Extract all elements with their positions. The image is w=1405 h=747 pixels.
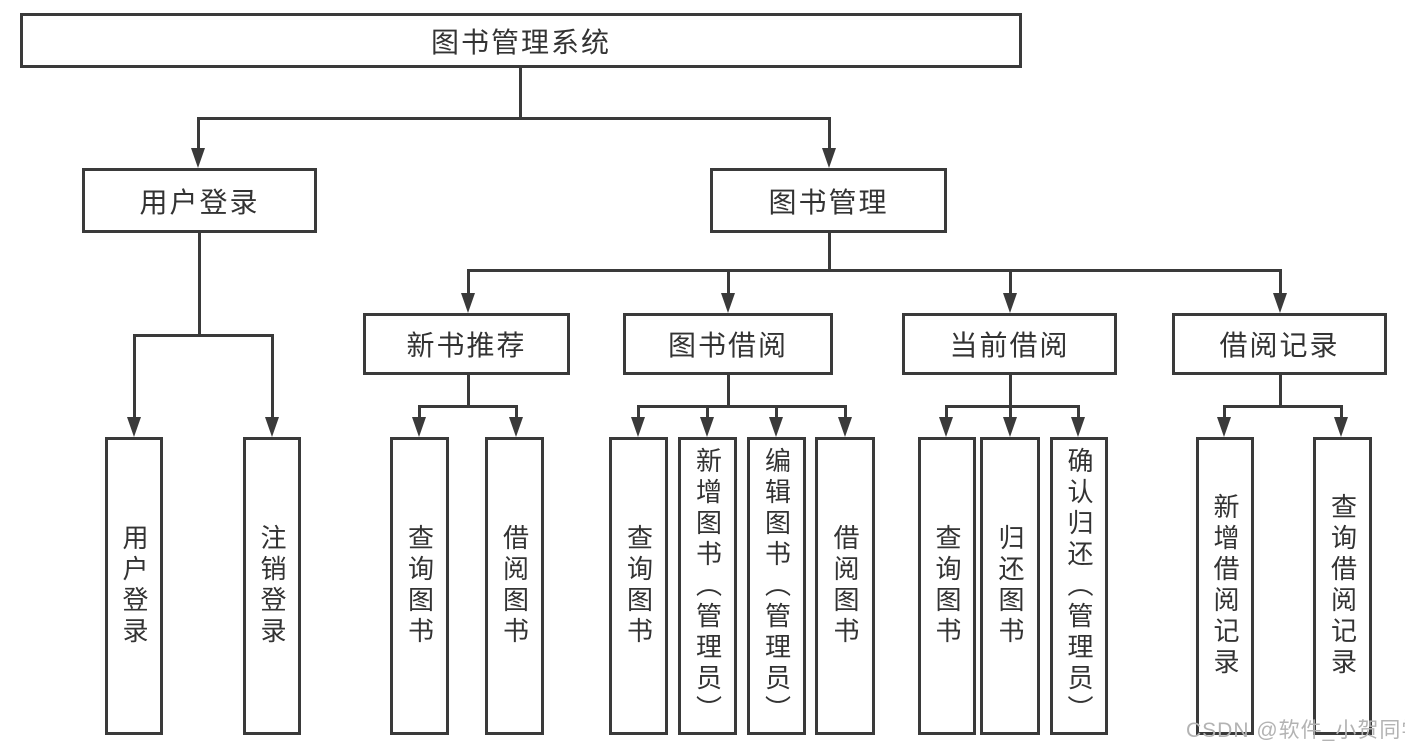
node-label-confirm-return-admin: 确认归还（管理员） [1064, 446, 1094, 726]
node-return-book: 归还图书 [980, 437, 1040, 735]
node-label-book-management: 图书管理 [768, 186, 889, 218]
node-new-book-recommend: 新书推荐 [363, 313, 570, 375]
node-root: 图书管理系统 [20, 13, 1022, 68]
connector-line [197, 117, 200, 151]
node-label-new-book-recommend: 新书推荐 [406, 330, 527, 361]
node-query-book-1: 查询图书 [390, 437, 449, 735]
arrowhead-down-icon [127, 417, 141, 437]
node-label-user-login: 用户登录 [139, 186, 260, 218]
arrowhead-down-icon [700, 417, 714, 437]
connector-line [727, 375, 730, 408]
connector-line [467, 269, 470, 295]
connector-line [133, 334, 274, 337]
node-borrow-record: 借阅记录 [1172, 313, 1387, 375]
arrowhead-down-icon [461, 293, 475, 313]
connector-line [945, 405, 1080, 408]
arrowhead-down-icon [1273, 293, 1287, 313]
node-label-query-book-3: 查询图书 [932, 524, 962, 648]
arrowhead-down-icon [412, 417, 426, 437]
arrowhead-down-icon [1003, 293, 1017, 313]
node-user-login-leaf: 用户登录 [105, 437, 163, 735]
connector-line [1279, 269, 1282, 295]
node-book-borrow: 图书借阅 [623, 313, 833, 375]
arrowhead-down-icon [631, 417, 645, 437]
connector-line [198, 233, 201, 337]
node-book-management: 图书管理 [710, 168, 947, 233]
connector-line [727, 269, 730, 295]
node-label-user-login-leaf: 用户登录 [119, 524, 149, 648]
node-label-borrow-book-2: 借阅图书 [830, 524, 860, 648]
node-logout: 注销登录 [243, 437, 301, 735]
node-label-return-book: 归还图书 [995, 524, 1025, 648]
connector-line [1009, 269, 1012, 295]
node-borrow-book-1: 借阅图书 [485, 437, 544, 735]
connector-line [418, 405, 518, 408]
connector-line [1279, 375, 1282, 408]
connector-line [467, 269, 1282, 272]
arrowhead-down-icon [509, 417, 523, 437]
node-label-query-book-1: 查询图书 [404, 524, 435, 648]
node-label-root: 图书管理系统 [430, 26, 611, 58]
arrowhead-down-icon [1334, 417, 1348, 437]
connector-line [271, 334, 274, 420]
connector-line [1223, 405, 1226, 419]
node-add-book-admin: 新增图书（管理员） [678, 437, 737, 735]
arrowhead-down-icon [939, 417, 953, 437]
node-label-current-borrow: 当前借阅 [949, 330, 1070, 361]
connector-line [1340, 405, 1343, 419]
arrowhead-down-icon [265, 417, 279, 437]
node-user-login: 用户登录 [82, 168, 317, 233]
node-add-borrow-record: 新增借阅记录 [1196, 437, 1254, 735]
connector-line [637, 405, 640, 419]
connector-line [133, 334, 136, 420]
connector-line [706, 405, 709, 419]
connector-line [467, 375, 470, 408]
node-query-book-3: 查询图书 [918, 437, 976, 735]
node-label-book-borrow: 图书借阅 [667, 330, 788, 361]
connector-line [775, 405, 778, 419]
node-edit-book-admin: 编辑图书（管理员） [747, 437, 806, 735]
arrowhead-down-icon [1071, 417, 1085, 437]
connector-line [828, 233, 831, 272]
connector-line [515, 405, 518, 419]
connector-line [1009, 375, 1012, 408]
node-label-borrow-record: 借阅记录 [1219, 330, 1340, 361]
node-label-edit-book-admin: 编辑图书（管理员） [761, 446, 792, 726]
node-confirm-return-admin: 确认归还（管理员） [1050, 437, 1108, 735]
arrowhead-down-icon [822, 148, 836, 168]
node-label-add-borrow-record: 新增借阅记录 [1210, 493, 1240, 679]
connector-line [1223, 405, 1343, 408]
arrowhead-down-icon [1003, 417, 1017, 437]
arrowhead-down-icon [769, 417, 783, 437]
connector-line [945, 405, 948, 419]
connector-line [828, 117, 831, 151]
arrowhead-down-icon [838, 417, 852, 437]
connector-line [418, 405, 421, 419]
node-query-book-2: 查询图书 [609, 437, 668, 735]
arrowhead-down-icon [721, 293, 735, 313]
node-label-add-book-admin: 新增图书（管理员） [692, 446, 723, 726]
connector-line [637, 405, 847, 408]
arrowhead-down-icon [1217, 417, 1231, 437]
connector-line [844, 405, 847, 419]
arrowhead-down-icon [191, 148, 205, 168]
node-current-borrow: 当前借阅 [902, 313, 1117, 375]
csdn-watermark: CSDN @软件_小贺同学 [1186, 719, 1405, 742]
node-query-borrow-record: 查询借阅记录 [1313, 437, 1372, 735]
node-label-borrow-book-1: 借阅图书 [499, 524, 530, 648]
connector-line [1009, 405, 1012, 419]
connector-line [1077, 405, 1080, 419]
connector-line [197, 117, 831, 120]
connector-line [519, 68, 522, 120]
node-label-logout: 注销登录 [257, 524, 287, 648]
node-label-query-borrow-record: 查询借阅记录 [1327, 493, 1358, 679]
node-borrow-book-2: 借阅图书 [815, 437, 875, 735]
node-label-query-book-2: 查询图书 [623, 524, 654, 648]
